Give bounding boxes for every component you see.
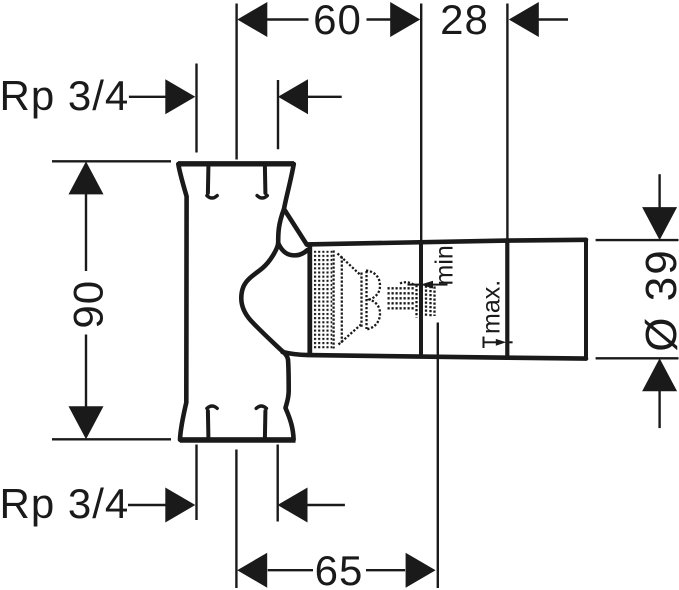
svg-text:65: 65 — [315, 547, 364, 590]
svg-text:90: 90 — [65, 280, 112, 329]
svg-text:Rp 3/4: Rp 3/4 — [0, 480, 129, 527]
svg-text:Ø 39: Ø 39 — [637, 248, 679, 351]
svg-text:28: 28 — [440, 0, 489, 43]
svg-text:60: 60 — [313, 0, 362, 43]
svg-text:min.: min. — [431, 238, 459, 285]
svg-text:Rp 3/4: Rp 3/4 — [0, 72, 129, 119]
svg-text:max.: max. — [478, 280, 506, 334]
